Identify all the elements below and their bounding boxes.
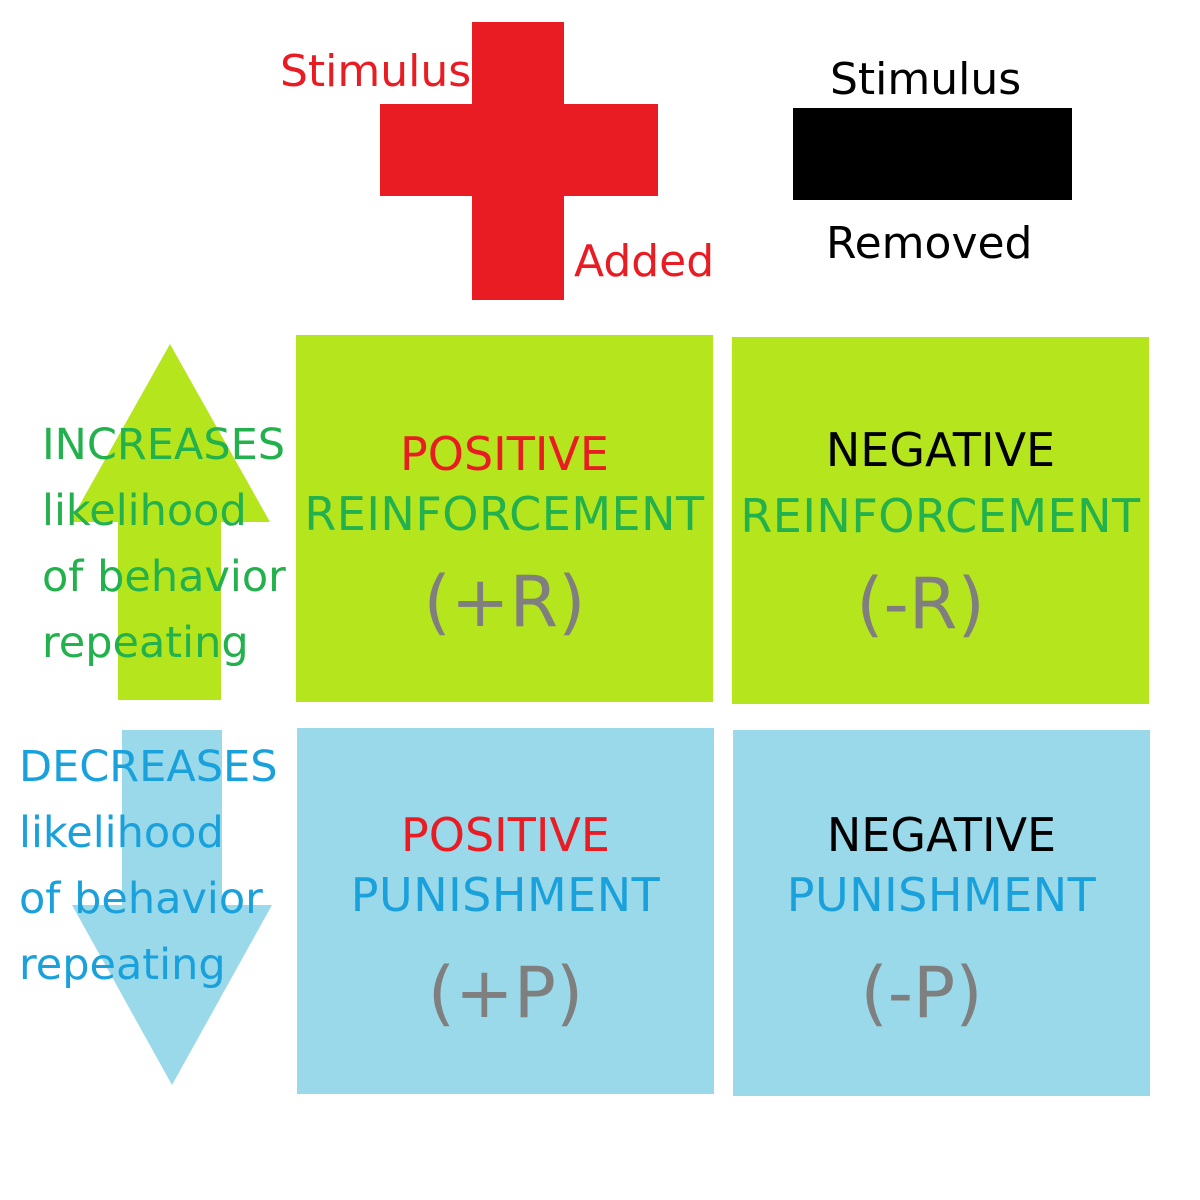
quadrant-negative-reinforcement: NEGATIVE REINFORCEMENT (-R): [732, 337, 1149, 704]
quadrant-line1: NEGATIVE: [826, 808, 1057, 862]
quadrant-negative-punishment: NEGATIVE PUNISHMENT (-P): [733, 730, 1150, 1096]
quadrant-line1: POSITIVE: [400, 427, 609, 481]
added-label: Added: [574, 236, 715, 287]
removed-label: Removed: [826, 218, 1033, 269]
increases-label: INCREASES likelihood of behavior repeati…: [42, 412, 286, 676]
stimulus-added-label: Stimulus: [280, 46, 472, 97]
quadrant-positive-punishment: POSITIVE PUNISHMENT (+P): [297, 728, 714, 1094]
decreases-line: DECREASES: [19, 742, 278, 792]
decreases-label: DECREASES likelihood of behavior repeati…: [19, 734, 278, 998]
decreases-line: repeating: [19, 940, 226, 990]
quadrant-line2: REINFORCEMENT: [740, 489, 1141, 543]
increases-line: INCREASES: [42, 420, 286, 470]
plus-icon-horizontal: [380, 104, 658, 196]
quadrant-abbreviation: (+R): [423, 561, 586, 643]
quadrant-abbreviation: (-R): [856, 563, 985, 645]
quadrant-abbreviation: (-P): [860, 952, 983, 1034]
minus-icon: [793, 108, 1072, 200]
quadrant-positive-reinforcement: POSITIVE REINFORCEMENT (+R): [296, 335, 713, 702]
increases-line: of behavior: [42, 552, 286, 602]
quadrant-line2: PUNISHMENT: [350, 868, 661, 922]
stimulus-removed-label: Stimulus: [830, 54, 1022, 105]
quadrant-abbreviation: (+P): [427, 952, 584, 1034]
increases-line: likelihood: [42, 486, 247, 536]
decreases-line: of behavior: [19, 874, 263, 924]
quadrant-line2: PUNISHMENT: [786, 868, 1097, 922]
decreases-line: likelihood: [19, 808, 224, 858]
quadrant-line1: NEGATIVE: [825, 423, 1056, 477]
quadrant-line1: POSITIVE: [401, 808, 610, 862]
quadrant-line2: REINFORCEMENT: [304, 487, 705, 541]
increases-line: repeating: [42, 618, 249, 668]
